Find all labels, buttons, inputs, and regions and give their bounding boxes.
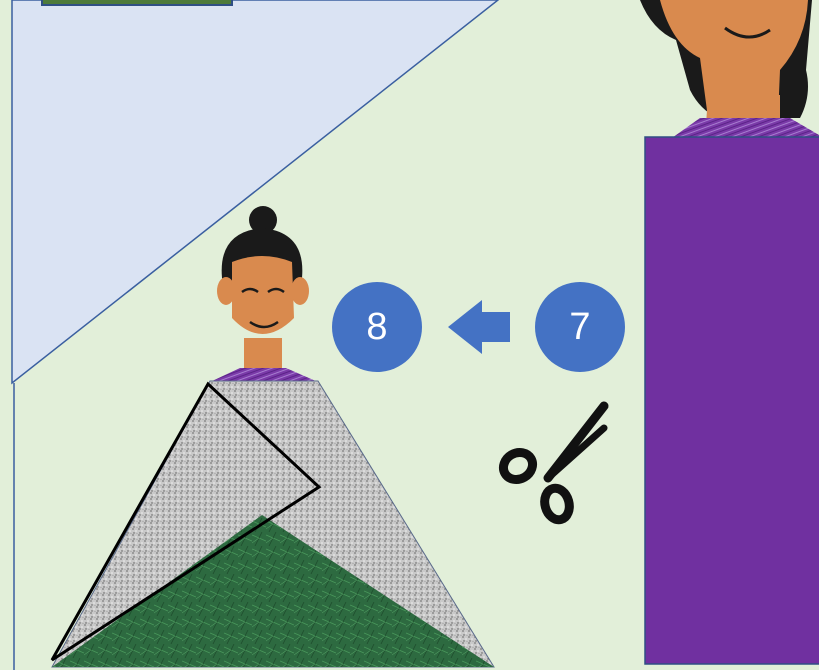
step-number-previous: 7 — [569, 306, 590, 349]
arrow-left-icon — [448, 300, 510, 354]
purple-rectangle — [645, 137, 819, 664]
step-badge-next: 8 — [332, 282, 422, 372]
scissors-icon — [499, 406, 604, 523]
ear-right — [291, 277, 309, 305]
step-number-next: 8 — [366, 306, 387, 349]
figure-right — [640, 0, 819, 664]
fabric-swatch — [42, 0, 232, 5]
step-badge-previous: 7 — [535, 282, 625, 372]
face-left — [232, 256, 294, 334]
